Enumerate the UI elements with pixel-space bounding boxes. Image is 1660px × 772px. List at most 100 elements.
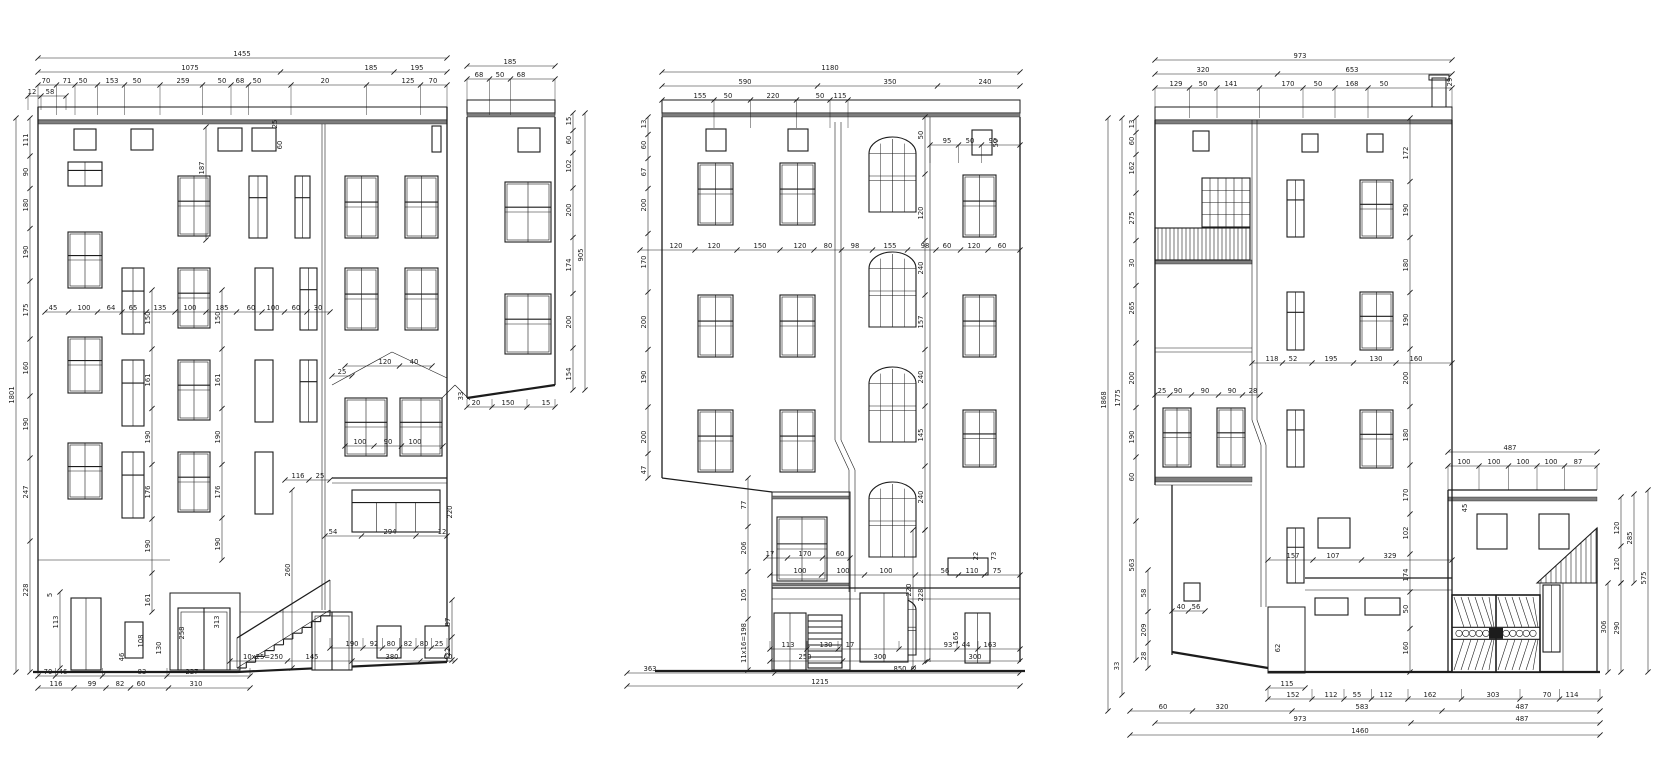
svg-text:70: 70	[42, 77, 51, 85]
svg-text:190: 190	[640, 371, 648, 384]
svg-text:90: 90	[1174, 387, 1183, 395]
svg-text:294: 294	[384, 528, 397, 536]
svg-text:583: 583	[1356, 703, 1369, 711]
svg-text:1455: 1455	[233, 50, 250, 58]
svg-text:15: 15	[565, 117, 573, 126]
svg-text:170: 170	[799, 550, 812, 558]
svg-text:60: 60	[836, 550, 845, 558]
svg-text:155: 155	[884, 242, 897, 250]
svg-text:170: 170	[1402, 489, 1410, 502]
svg-text:25: 25	[271, 120, 279, 129]
svg-text:125: 125	[402, 77, 415, 85]
svg-text:82: 82	[404, 640, 413, 648]
svg-text:150: 150	[214, 312, 222, 325]
svg-text:50: 50	[253, 77, 262, 85]
svg-text:161: 161	[214, 374, 222, 387]
svg-text:116: 116	[50, 680, 63, 688]
svg-text:170: 170	[1282, 80, 1295, 88]
svg-text:100: 100	[78, 304, 91, 312]
svg-text:290: 290	[1613, 622, 1621, 635]
svg-text:1180: 1180	[821, 64, 838, 72]
svg-text:100: 100	[1488, 458, 1501, 466]
svg-text:12: 12	[28, 88, 37, 96]
svg-text:70: 70	[44, 668, 53, 676]
svg-text:190: 190	[1128, 431, 1136, 444]
svg-text:240: 240	[917, 262, 925, 275]
svg-text:5: 5	[46, 593, 54, 597]
svg-text:1460: 1460	[1351, 727, 1368, 735]
svg-text:247: 247	[22, 486, 30, 499]
svg-text:200: 200	[640, 199, 648, 212]
svg-text:64: 64	[107, 304, 116, 312]
svg-text:100: 100	[837, 567, 850, 575]
svg-text:62: 62	[1274, 644, 1282, 653]
svg-text:100: 100	[1458, 458, 1471, 466]
svg-text:50: 50	[1380, 80, 1389, 88]
svg-text:80: 80	[387, 640, 396, 648]
svg-text:187: 187	[198, 162, 206, 175]
svg-text:83: 83	[138, 668, 147, 676]
svg-text:95: 95	[989, 137, 998, 145]
svg-text:162: 162	[1424, 691, 1437, 699]
svg-text:227: 227	[186, 668, 199, 676]
svg-text:200: 200	[640, 431, 648, 444]
svg-text:228: 228	[22, 584, 30, 597]
svg-text:82: 82	[116, 680, 125, 688]
svg-text:120: 120	[1613, 558, 1621, 571]
svg-text:30: 30	[1128, 259, 1136, 268]
svg-text:22: 22	[972, 552, 980, 561]
svg-text:60: 60	[1128, 137, 1136, 146]
svg-text:250: 250	[799, 653, 812, 661]
svg-text:50: 50	[79, 77, 88, 85]
svg-text:95: 95	[943, 137, 952, 145]
svg-text:73: 73	[990, 552, 998, 561]
svg-text:60: 60	[276, 141, 284, 150]
svg-text:135: 135	[154, 304, 167, 312]
svg-text:176: 176	[214, 486, 222, 499]
svg-text:50: 50	[133, 77, 142, 85]
svg-text:50: 50	[992, 139, 1000, 148]
svg-text:190: 190	[1402, 314, 1410, 327]
svg-text:145: 145	[306, 653, 319, 661]
svg-text:162: 162	[1128, 162, 1136, 175]
svg-text:313: 313	[213, 616, 221, 629]
svg-text:180: 180	[22, 199, 30, 212]
svg-text:17: 17	[766, 550, 775, 558]
svg-text:50: 50	[1314, 80, 1323, 88]
svg-text:92: 92	[370, 640, 379, 648]
svg-text:200: 200	[1128, 372, 1136, 385]
svg-text:67: 67	[640, 168, 648, 177]
svg-text:113: 113	[782, 641, 795, 649]
svg-text:168: 168	[1346, 80, 1359, 88]
svg-text:240: 240	[979, 78, 992, 86]
svg-text:115: 115	[834, 92, 847, 100]
svg-text:50: 50	[1402, 605, 1410, 614]
svg-text:154: 154	[565, 368, 573, 381]
svg-text:150: 150	[144, 312, 152, 325]
svg-text:209: 209	[1140, 624, 1148, 637]
svg-text:70: 70	[1543, 691, 1552, 699]
svg-text:98: 98	[851, 242, 860, 250]
svg-text:195: 195	[411, 64, 424, 72]
svg-text:105: 105	[740, 589, 748, 602]
svg-text:120: 120	[794, 242, 807, 250]
svg-text:115: 115	[1281, 680, 1294, 688]
svg-text:99: 99	[88, 680, 97, 688]
svg-text:265: 265	[1128, 302, 1136, 315]
svg-text:220: 220	[767, 92, 780, 100]
svg-text:176: 176	[144, 486, 152, 499]
svg-text:174: 174	[565, 259, 573, 272]
svg-text:150: 150	[502, 399, 515, 407]
svg-text:50: 50	[1199, 80, 1208, 88]
svg-text:174: 174	[1402, 569, 1410, 582]
svg-text:20: 20	[321, 77, 330, 85]
svg-text:12: 12	[438, 528, 447, 536]
svg-text:563: 563	[1128, 559, 1136, 572]
svg-text:120: 120	[968, 242, 981, 250]
svg-text:60: 60	[292, 304, 301, 312]
svg-text:220: 220	[446, 506, 454, 519]
svg-text:240: 240	[917, 371, 925, 384]
svg-text:10x25=250: 10x25=250	[243, 653, 283, 661]
